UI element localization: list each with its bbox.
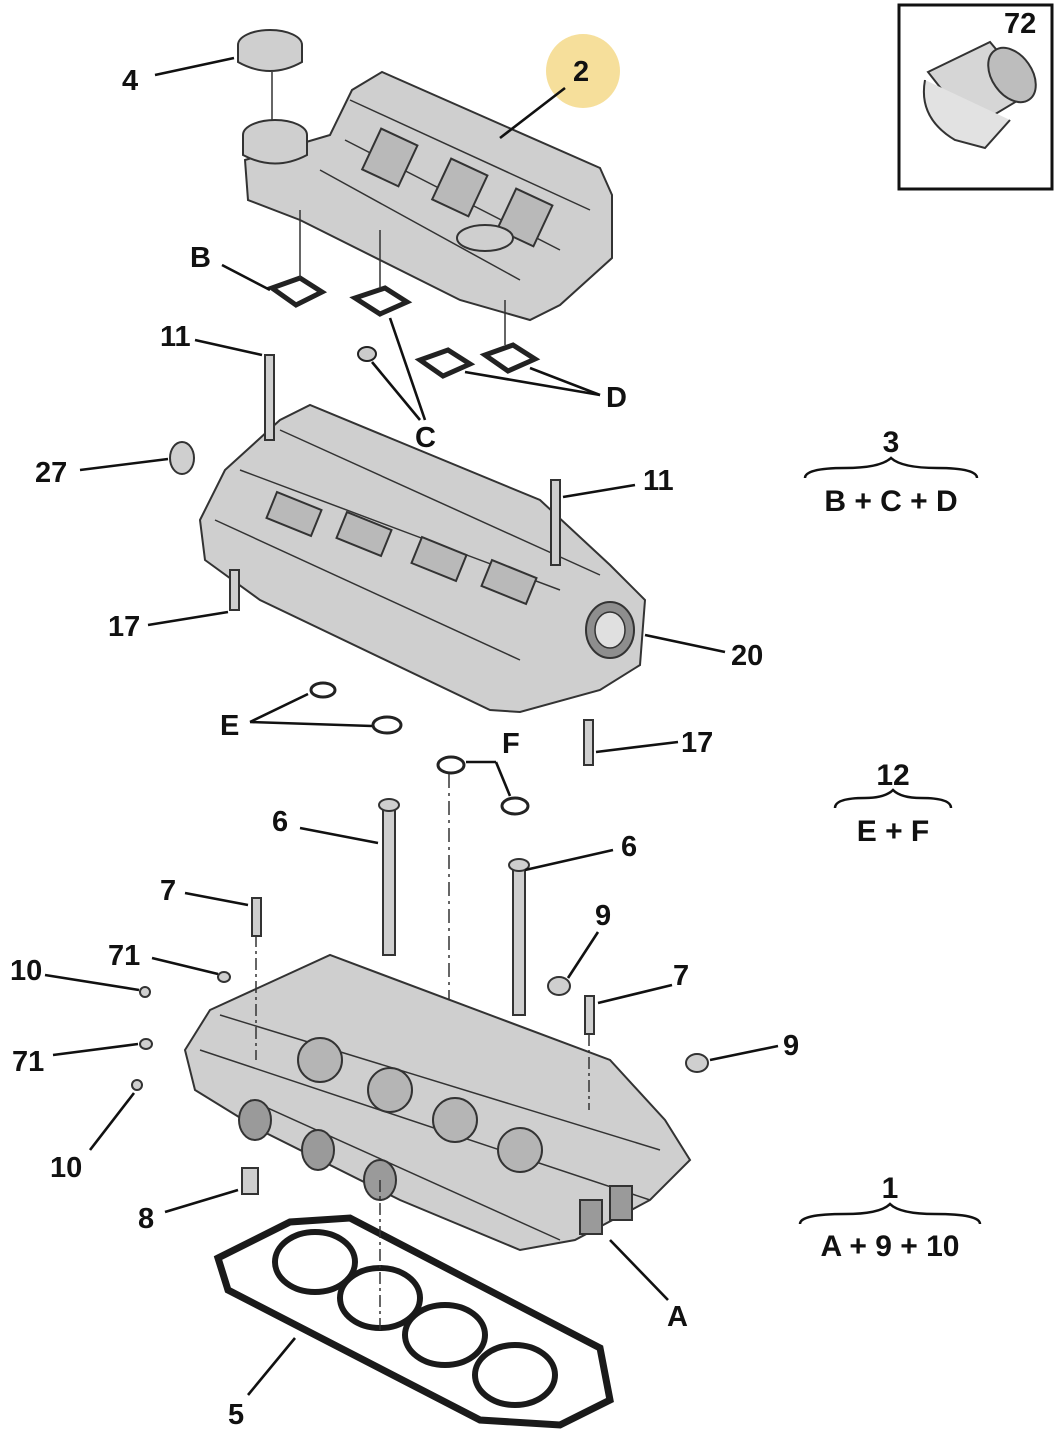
callout-10: 10	[50, 1152, 82, 1184]
callout-labels: 4 2 B 11 C D 27 11 17 20 E F 17 6 6 7 9 …	[10, 56, 799, 1431]
kit-1: 1 A + 9 + 10	[798, 1172, 982, 1263]
inset-label: 72	[1004, 8, 1036, 40]
callout-9: 9	[595, 900, 611, 932]
callout-A: A	[667, 1301, 688, 1333]
callout-17: 17	[108, 611, 140, 643]
callout-4: 4	[122, 65, 138, 97]
kit-number: 12	[876, 759, 909, 792]
kit-brace	[798, 1202, 982, 1225]
callout-8: 8	[138, 1203, 154, 1235]
callout-10: 10	[10, 955, 42, 987]
callout-D: D	[606, 382, 627, 414]
callout-11: 11	[160, 321, 191, 353]
inset-part-72: 72	[897, 3, 1054, 191]
sleeve-icon	[922, 40, 1037, 150]
callout-7: 7	[160, 875, 176, 907]
callout-17: 17	[681, 727, 713, 759]
kit-contents: B + C + D	[824, 485, 957, 518]
callout-7: 7	[673, 960, 689, 992]
callout-5: 5	[228, 1399, 244, 1431]
callout-F: F	[502, 728, 520, 760]
part-a-cylinder-head	[44, 798, 779, 1301]
callout-C: C	[415, 422, 436, 454]
callout-9: 9	[783, 1030, 799, 1062]
kit-brace	[803, 456, 979, 479]
callout-71: 71	[12, 1046, 44, 1078]
callout-2: 2	[573, 56, 589, 88]
part-20-camshaft-carrier	[79, 338, 726, 766]
callout-71: 71	[108, 940, 140, 972]
leader-4	[154, 56, 235, 77]
kit-12: 12 E + F	[833, 759, 953, 848]
kit-number: 3	[883, 426, 900, 459]
callout-20: 20	[731, 640, 763, 672]
part-2-camshaft-cover	[154, 29, 620, 322]
kit-contents: E + F	[857, 815, 930, 848]
callout-6: 6	[621, 831, 637, 863]
callout-27: 27	[35, 457, 67, 489]
part-5-head-gasket	[213, 1180, 614, 1429]
kit-brace	[833, 788, 953, 809]
gaskets-b-c-d	[221, 210, 601, 421]
part-4-oil-cap	[237, 29, 514, 252]
callout-E: E	[220, 710, 239, 742]
callout-B: B	[190, 242, 211, 274]
callout-11: 11	[643, 465, 674, 497]
kit-contents: A + 9 + 10	[821, 1230, 960, 1263]
kit-3: 3 B + C + D	[803, 426, 979, 518]
kit-number: 1	[882, 1172, 899, 1205]
leader-2	[499, 86, 566, 140]
callout-6: 6	[272, 806, 288, 838]
